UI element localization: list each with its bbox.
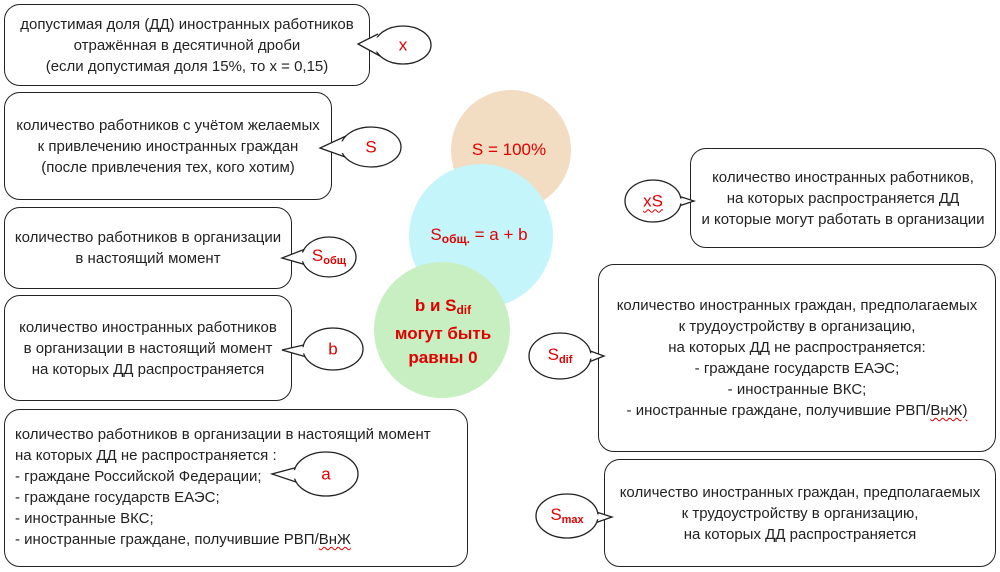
sdif-desc-line-4: - граждане государств ЕАЭС;	[694, 360, 900, 377]
smax-desc-line-2: к трудоустройству в организацию,	[681, 504, 919, 522]
label-x: x	[399, 37, 408, 54]
circle-bottom-line-1-sub: dif	[456, 303, 472, 317]
label-b: b	[328, 341, 337, 358]
label-x-text: x	[398, 35, 408, 55]
xs-description-box: количество иностранных работников, на ко…	[690, 148, 996, 248]
label-sobsh-base: S	[311, 246, 324, 265]
circle-middle-rest: = a + b	[469, 225, 528, 244]
circle-bottom-line-1-pre: b и S	[414, 296, 457, 315]
bubble-b	[281, 327, 364, 371]
a-desc-line-6: - иностранные граждане, получившие РВП/В…	[15, 529, 457, 550]
smax-description-box: количество иностранных граждан, предпола…	[604, 459, 996, 567]
label-a-text: a	[321, 464, 331, 484]
circle-middle-base: S	[430, 225, 442, 244]
label-xs-text: xS	[643, 191, 663, 211]
circle-bottom-text: b и Sdif могут быть равны 0	[395, 294, 491, 370]
bubble-s	[318, 126, 402, 168]
sobsh-description-box: количество работников в организации в на…	[4, 207, 292, 289]
xs-desc-line-1: количество иностранных работников,	[712, 168, 974, 186]
x-desc-line-3: (если допустимая доля 15%, то x = 0,15)	[45, 57, 329, 75]
sdif-desc-line-2: к трудоустройству в организацию,	[678, 318, 916, 335]
label-xs: xS	[643, 193, 663, 210]
b-desc-line-2: в организации в настоящий момент	[23, 339, 273, 357]
xs-desc-line-2: на которых распространяется ДД	[726, 189, 960, 207]
a-desc-line-6-suffix: ВнЖ	[318, 531, 351, 548]
sobsh-desc-line-2: в настоящий момент	[75, 250, 221, 267]
x-desc-line-2: отражённая в десятичной дроби	[73, 36, 301, 54]
circle-middle-text: Sобщ. = a + b	[430, 223, 527, 251]
sdif-desc-line-3: на которых ДД не распространяется:	[668, 339, 926, 356]
label-smax-sub: max	[561, 514, 584, 526]
xs-desc-line-3: и которые могут работать в организации	[701, 210, 985, 228]
label-sobsh: Sобщ	[312, 247, 346, 267]
s-desc-line-2: к привлечению иностранных граждан	[37, 137, 299, 155]
s-desc-line-1: количество работников с учётом желаемых	[16, 116, 320, 134]
sdif-desc-line-5: - иностранные ВКС;	[727, 381, 867, 398]
x-desc-line-1: допустимая доля (ДД) иностранных работни…	[20, 15, 354, 33]
label-sdif: Sdif	[548, 346, 573, 366]
label-smax: Smax	[550, 506, 583, 526]
a-desc-line-1: количество работников в организации в на…	[15, 426, 431, 443]
sdif-desc-line-6: - иностранные граждане, получившие РВП/В…	[599, 400, 995, 421]
circle-middle-sub: общ.	[441, 232, 470, 246]
x-description-box: допустимая доля (ДД) иностранных работни…	[4, 4, 370, 86]
s-description-box: количество работников с учётом желаемых …	[4, 92, 332, 200]
label-sdif-sub: dif	[558, 354, 573, 366]
a-desc-line-4: - граждане государств ЕАЭС;	[15, 489, 220, 506]
smax-desc-line-3: на которых ДД распространяется	[683, 525, 917, 543]
a-desc-line-3: - граждане Российской Федерации;	[15, 468, 262, 485]
label-sdif-base: S	[547, 345, 559, 364]
label-s: S	[365, 139, 376, 156]
label-smax-base: S	[550, 505, 562, 524]
label-s-text: S	[365, 137, 377, 157]
b-desc-line-3: на которых ДД распространяется	[31, 360, 265, 378]
circle-top-label: S = 100%	[471, 140, 547, 159]
circle-top-text: S = 100%	[472, 138, 546, 162]
sdif-description-box: количество иностранных граждан, предпола…	[598, 264, 996, 452]
label-b-text: b	[328, 339, 338, 359]
sdif-desc-line-6-suffix: ВнЖ)	[930, 402, 968, 419]
label-a: a	[321, 466, 330, 483]
b-desc-line-1: количество иностранных работников	[19, 318, 277, 336]
a-description-box: количество работников в организации в на…	[4, 409, 468, 567]
sdif-desc-line-1: количество иностранных граждан, предпола…	[616, 297, 978, 314]
b-description-box: количество иностранных работников в орга…	[4, 295, 292, 401]
sdif-desc-line-6-text: - иностранные граждане, получившие РВП/	[626, 402, 931, 419]
circle-bottom-line-1: b и Sdif	[395, 294, 491, 322]
a-desc-line-6-text: - иностранные граждане, получившие РВП/	[15, 531, 319, 548]
s-desc-line-3: (после привлечения тех, кого хотим)	[41, 158, 295, 176]
smax-desc-line-1: количество иностранных граждан, предпола…	[619, 483, 981, 501]
sobsh-desc-line-1: количество работников в организации	[14, 229, 282, 246]
circle-bottom-line-3: равны 0	[408, 348, 478, 367]
a-desc-line-5: - иностранные ВКС;	[15, 510, 154, 527]
a-desc-line-2: на которых ДД не распространяется :	[15, 447, 277, 464]
circle-bottom-line-2: могут быть	[394, 324, 492, 343]
label-sobsh-sub: общ	[323, 255, 347, 267]
